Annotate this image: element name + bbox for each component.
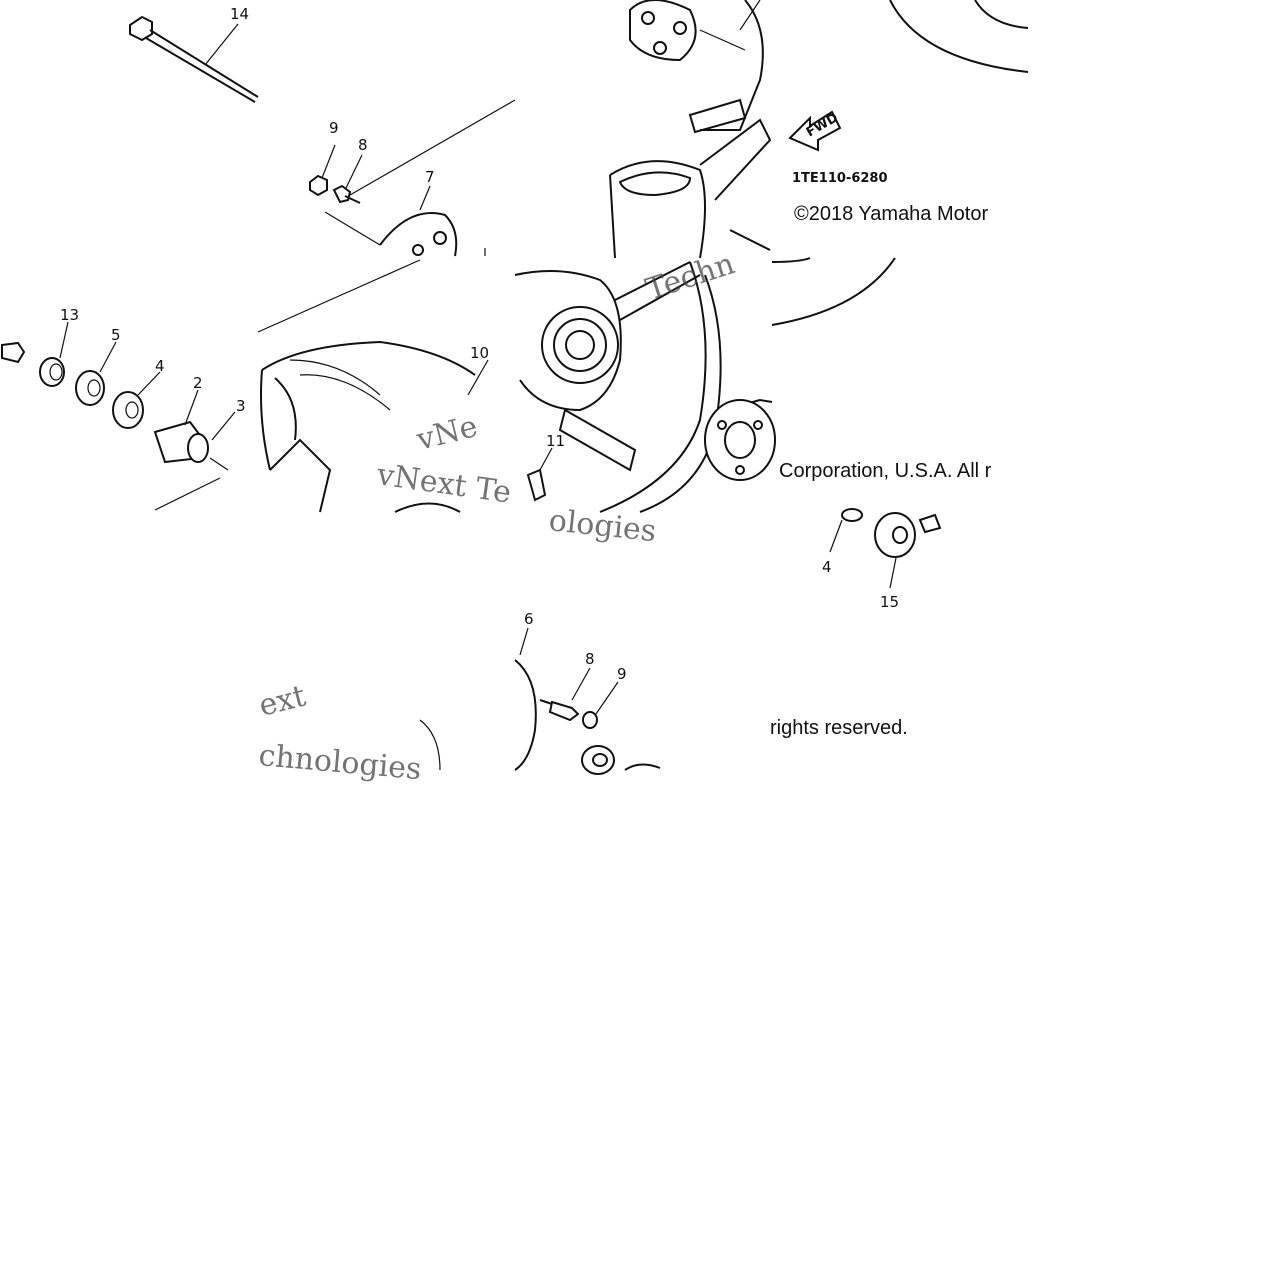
copyright-line-1: ©2018 Yamaha Motor <box>794 203 988 225</box>
part-code: 1TE110-6280 <box>792 171 888 186</box>
right-disc-group: Corporation, U.S.A. All r <box>704 398 992 482</box>
fwd-arrow-icon: FWD <box>788 110 842 152</box>
callout-3: 3 <box>236 397 246 415</box>
callout-6: 6 <box>524 610 534 628</box>
lower-left-tile <box>419 719 441 771</box>
copyright-line-3: rights reserved. <box>770 717 908 739</box>
callout-5: 5 <box>111 326 121 344</box>
watermark-fragment: vNext Te <box>374 457 513 511</box>
watermark-fragment: ext <box>255 678 309 723</box>
watermark-fragment: ologies <box>547 503 658 549</box>
upper-disc-group <box>309 99 516 257</box>
hub-parts-group <box>1 321 236 511</box>
axle-part <box>129 15 259 103</box>
callout-8-lower: 8 <box>585 650 595 668</box>
callout-2: 2 <box>193 374 203 392</box>
lower-disc-group: rights reserved. <box>514 627 908 775</box>
callout-9-lower: 9 <box>617 665 627 683</box>
watermark-fragment: chnologies <box>257 738 423 787</box>
callout-8: 8 <box>358 136 368 154</box>
watermark-fragment: Techn <box>642 246 739 307</box>
callout-10: 10 <box>470 344 489 362</box>
top-right-panel: FWD 1TE110-6280 ©2018 Yamaha Motor <box>771 0 1029 326</box>
tire-part <box>257 259 489 513</box>
callout-labels: 14 9 8 7 13 5 4 2 3 10 11 4 15 6 8 9 <box>60 5 899 683</box>
lower-right-parts <box>829 508 942 589</box>
callout-4: 4 <box>155 357 165 375</box>
swingarm-part <box>609 0 772 259</box>
watermark: vNext Te ologies ext chnologies Techn vN… <box>255 246 738 787</box>
callout-11: 11 <box>546 432 565 450</box>
callout-14: 14 <box>230 5 249 23</box>
callout-7: 7 <box>425 168 435 186</box>
callout-9: 9 <box>329 119 339 137</box>
callout-4-right: 4 <box>822 558 832 576</box>
watermark-fragment: vNe <box>412 409 481 458</box>
wheel-part <box>514 261 722 513</box>
callout-13: 13 <box>60 306 79 324</box>
callout-15: 15 <box>880 593 899 611</box>
copyright-line-2: Corporation, U.S.A. All r <box>779 460 992 482</box>
